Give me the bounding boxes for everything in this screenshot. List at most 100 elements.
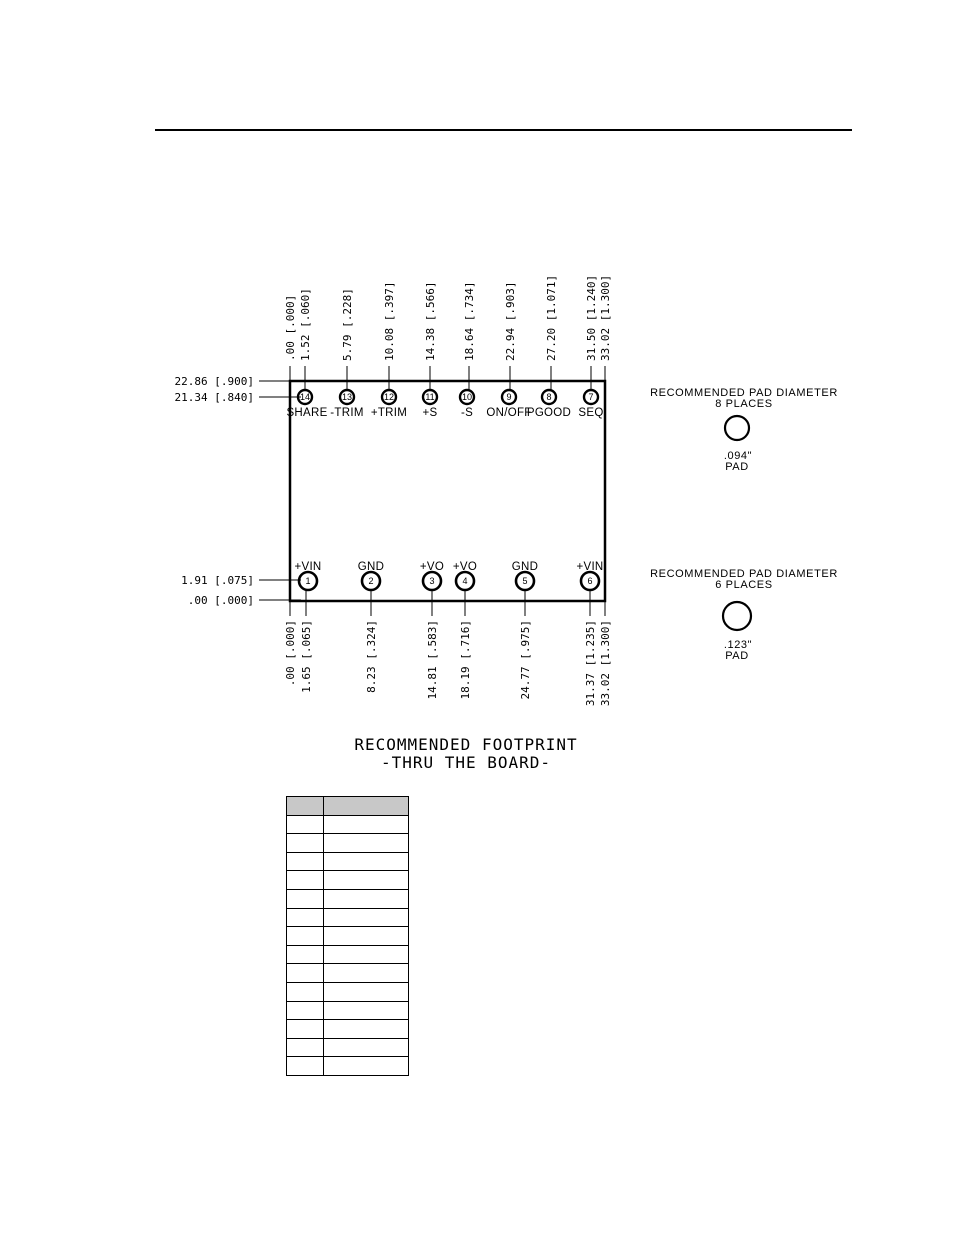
table-row (286, 870, 409, 890)
table-cell (323, 1000, 409, 1021)
bottom-pin-number: 4 (462, 576, 467, 586)
top-pin-pad (458, 388, 476, 406)
bottom-dimension-label: 1.65 [.065] (300, 620, 313, 693)
table-header-row (286, 796, 409, 816)
table-cell (286, 1000, 324, 1021)
pad-note-6-places: RECOMMENDED PAD DIAMETER 6 PLACES .123" … (650, 568, 838, 662)
top-pin-number: 7 (588, 392, 593, 402)
bottom-pin-label: GND (358, 561, 384, 573)
pin-table (286, 796, 409, 1076)
pad-note-size: .094" (724, 450, 752, 462)
top-pin-label: ON/OFF (486, 407, 531, 419)
top-dimension-label: 18.64 [.734] (463, 282, 476, 361)
bottom-dimension-label: 24.77 [.975] (519, 620, 532, 699)
bottom-dimension-label: 33.02 [1.300] (599, 620, 612, 706)
table-header-cell (323, 796, 409, 816)
table-cell (323, 870, 409, 890)
table-cell (286, 1019, 324, 1039)
table-row (286, 1000, 409, 1021)
bottom-pin-pad (514, 570, 536, 592)
top-dimension-label: 31.50 [1.240] (585, 275, 598, 361)
table-row (286, 851, 409, 872)
table-row (286, 814, 409, 835)
table-cell (286, 833, 324, 853)
top-pin-number: 14 (300, 392, 310, 402)
bottom-pin-number: 1 (305, 576, 310, 586)
pad-circle-large (721, 600, 753, 632)
table-cell (286, 1037, 324, 1058)
pad-note-size: .123" (724, 639, 752, 651)
pad-note-places: 6 PLACES (715, 579, 772, 591)
top-pin-label: +S (423, 407, 438, 419)
top-pin-number: 9 (506, 392, 511, 402)
bottom-pin-label: +VIN (294, 561, 321, 573)
left-dimension-label: 22.86 [.900] (175, 375, 254, 388)
table-cell (323, 926, 409, 946)
table-row (286, 907, 409, 928)
top-pin-label: PGOOD (527, 407, 571, 419)
bottom-dimensions: .00 [.000]1.65 [.065] 8.23 [.324] 14.81 [.… (284, 620, 612, 706)
table-cell (286, 963, 324, 983)
table-cell (323, 814, 409, 835)
pad-note-8-places: RECOMMENDED PAD DIAMETER 8 PLACES .094" … (650, 387, 838, 473)
bottom-pin-pad (297, 570, 319, 592)
table-cell (286, 926, 324, 946)
pad-note-heading: RECOMMENDED PAD DIAMETER (650, 387, 838, 399)
top-dimension-label: 14.38 [.566] (424, 282, 437, 361)
table-row (286, 981, 409, 1002)
table-cell (323, 833, 409, 853)
table-cell (286, 814, 324, 835)
table-cell (323, 1037, 409, 1058)
pad-note-places: 8 PLACES (715, 398, 772, 410)
bottom-pin-label: +VO (453, 561, 477, 573)
top-dimension-label: .00 [.000] (284, 295, 297, 361)
footprint-title: RECOMMENDED FOOTPRINT (354, 735, 577, 754)
table-cell (323, 963, 409, 983)
bottom-pin-number: 2 (368, 576, 373, 586)
bottom-pin-pad (454, 570, 476, 592)
top-pin-number: 13 (342, 392, 352, 402)
header-rule (155, 129, 852, 131)
bottom-dimension-label: 14.81 [.583] (426, 620, 439, 699)
top-pin-label: -TRIM (330, 407, 363, 419)
bottom-pin-number: 6 (587, 576, 592, 586)
bottom-pin-label: +VIN (576, 561, 603, 573)
top-pin-number: 12 (384, 392, 394, 402)
pad-note-heading: RECOMMENDED PAD DIAMETER (650, 568, 838, 580)
top-dimension-label: 5.79 [.228] (341, 288, 354, 361)
top-dimension-label: 22.94 [.903] (504, 282, 517, 361)
table-cell (286, 851, 324, 872)
top-pin-pad (380, 388, 398, 406)
table-row (286, 926, 409, 946)
top-pin-label: SEQ (578, 407, 603, 419)
pad-note-pad: PAD (725, 650, 749, 662)
bottom-pin-pad (360, 570, 382, 592)
module-outline (288, 379, 607, 603)
bottom-pin-number: 3 (429, 576, 434, 586)
table-row (286, 963, 409, 983)
table-cell (323, 944, 409, 965)
top-pin-number: 11 (425, 392, 434, 402)
footprint-subtitle: -THRU THE BOARD- (381, 753, 551, 772)
table-cell (323, 888, 409, 909)
table-row (286, 833, 409, 853)
top-pin-pad (421, 388, 439, 406)
top-dimension-label: 33.02 [1.300] (599, 275, 612, 361)
top-pin-pad (338, 388, 356, 406)
table-cell (286, 870, 324, 890)
left-dimension-label: 1.91 [.075] (181, 574, 254, 587)
left-dimension-label: 21.34 [.840] (175, 391, 254, 404)
bottom-pin-number: 5 (522, 576, 527, 586)
table-row (286, 1019, 409, 1039)
table-cell (323, 1019, 409, 1039)
bottom-pin-label: GND (512, 561, 538, 573)
bottom-dimension-label: 8.23 [.324] (365, 620, 378, 693)
top-pin-pad (582, 388, 600, 406)
top-pins: 14SHARE13-TRIM12+TRIM11+S10-S9ON/OFF8PGO… (286, 388, 603, 419)
top-pin-number: 8 (546, 392, 551, 402)
bottom-dimension-label: .00 [.000] (284, 620, 297, 686)
table-row (286, 888, 409, 909)
top-pin-pad (540, 388, 558, 406)
